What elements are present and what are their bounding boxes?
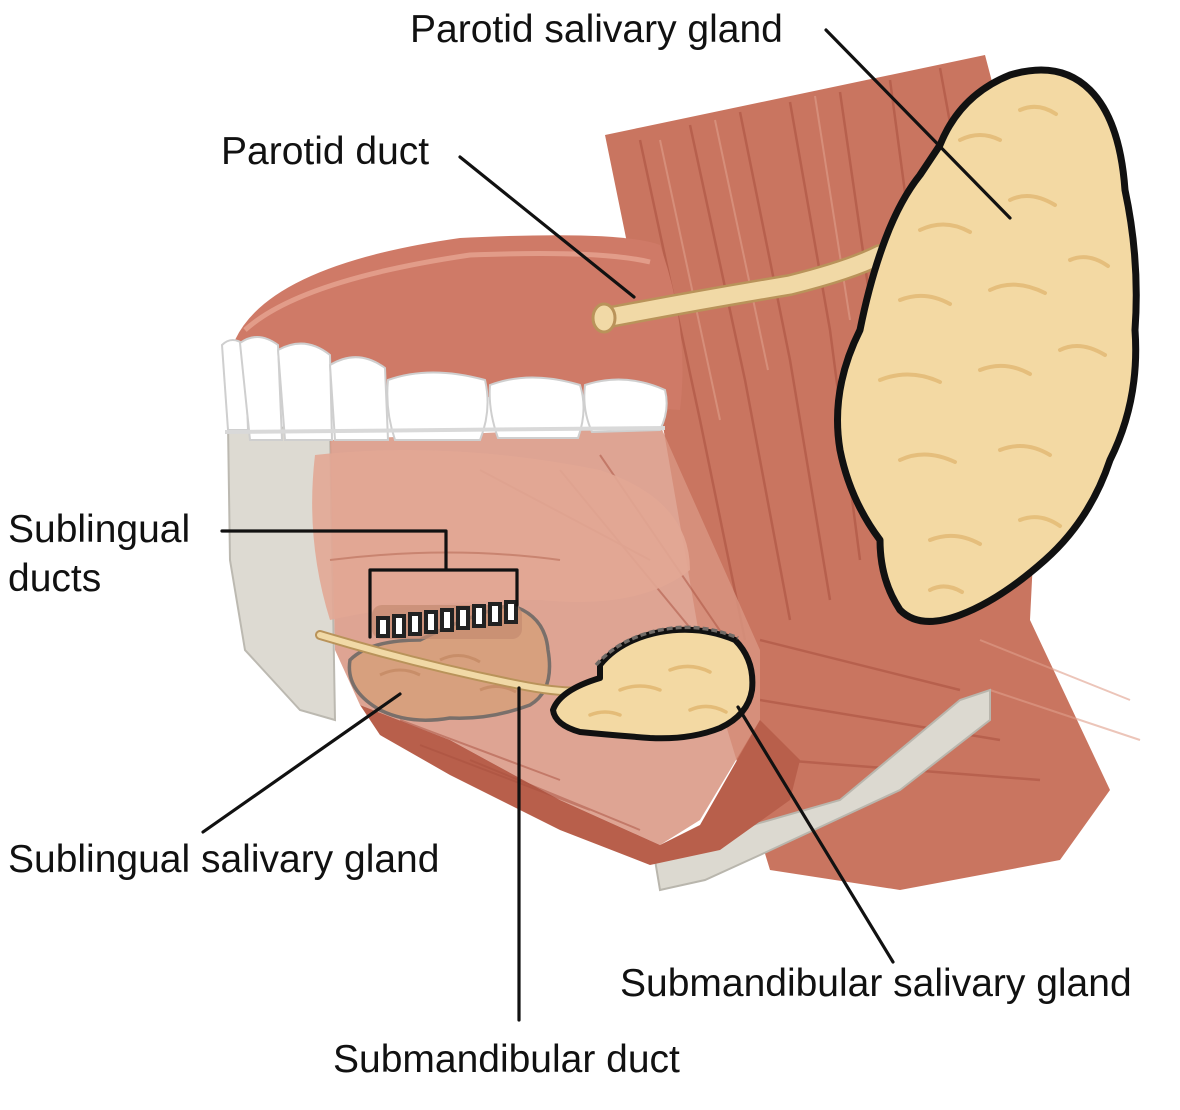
label-sublingual-ducts-line1: Sublingual [8, 508, 191, 551]
leader-lines [201, 28, 1012, 1022]
leader-parotid-gland [824, 28, 1012, 220]
teeth [220, 336, 668, 441]
label-submandibular-duct: Submandibular duct [333, 1038, 680, 1081]
leader-sublingual-ducts [220, 529, 519, 639]
label-parotid-salivary-gland: Parotid salivary gland [410, 8, 783, 51]
label-sublingual-ducts-line2: ducts [8, 557, 102, 600]
parotid-gland-structure [834, 66, 1140, 625]
leader-parotid-duct [458, 155, 636, 299]
label-parotid-duct: Parotid duct [221, 130, 430, 173]
submandibular-gland-structure [550, 625, 756, 742]
label-submandibular-salivary-gland: Submandibular salivary gland [620, 962, 1132, 1005]
parotid-duct-structure [591, 244, 891, 334]
leader-submandibular-gland [736, 705, 895, 964]
mandible-bone [226, 423, 991, 892]
sublingual-duct-openings [372, 600, 522, 639]
label-sublingual-salivary-gland: Sublingual salivary gland [8, 838, 440, 881]
leader-sublingual-gland [201, 692, 402, 834]
